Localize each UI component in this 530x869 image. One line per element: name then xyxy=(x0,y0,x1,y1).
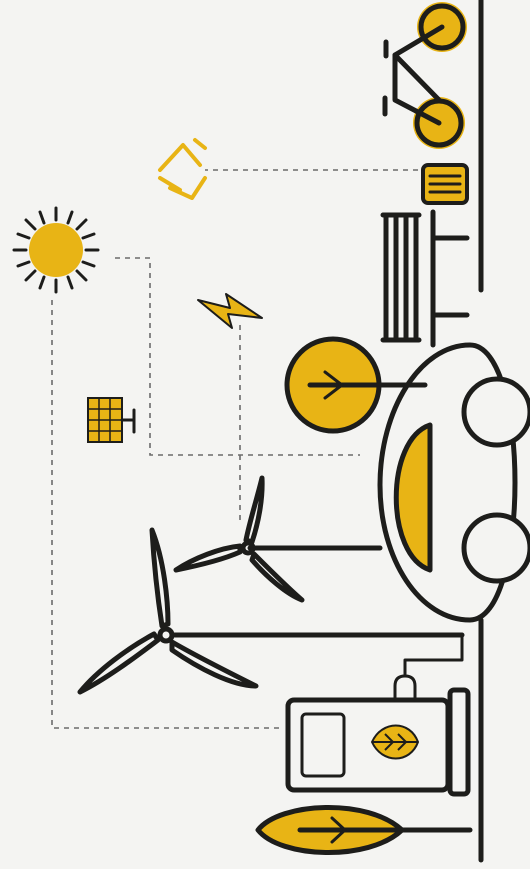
tree-icon xyxy=(285,337,425,433)
charging-station-icon xyxy=(288,635,468,794)
tree-icon-bottom xyxy=(258,806,470,855)
lightning-icon xyxy=(198,294,262,328)
connector-lines xyxy=(52,170,418,728)
wind-turbine-icon-small xyxy=(176,478,380,600)
bicycle-icon xyxy=(385,2,467,149)
recycle-icon xyxy=(160,140,205,198)
trash-bin-icon xyxy=(423,165,467,203)
leaf-icon xyxy=(372,726,418,759)
sun-icon xyxy=(14,208,98,292)
solar-panel-icon xyxy=(88,398,134,442)
bench-icon xyxy=(383,212,467,345)
